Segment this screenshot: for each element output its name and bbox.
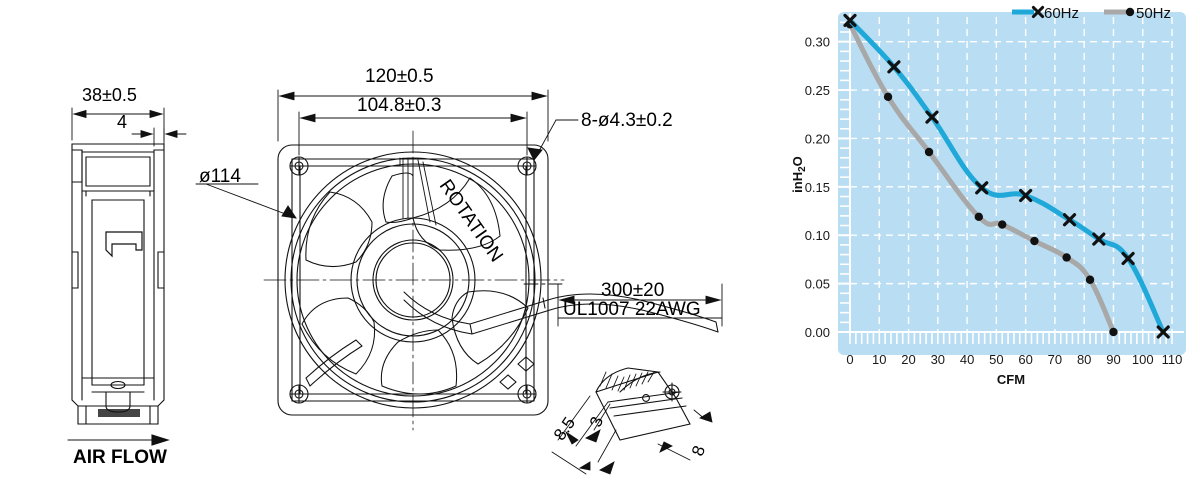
dim-depth: 38±0.5	[82, 85, 137, 105]
leader-impeller-diameter	[195, 183, 297, 219]
dim-flange-thickness: 4	[117, 112, 128, 132]
legend-label-50Hz: 50Hz	[1136, 5, 1171, 22]
marker-dot	[1062, 253, 1071, 262]
y-axis-title: inH2O	[790, 156, 808, 193]
marker-dot	[1109, 327, 1118, 337]
y-tick-label: 0.30	[805, 35, 830, 50]
x-tick-label: 110	[1162, 352, 1183, 367]
dim-frame-width: 120±0.5	[365, 66, 434, 87]
fan-technical-drawing: 38±0.5 4 AIR FLOW 120±0.5 104.8±0.3 8-ø4…	[67, 66, 723, 475]
x-tick-label: 100	[1132, 352, 1154, 367]
legend-marker-50Hz	[1125, 7, 1135, 17]
leader-mounting-holes	[527, 119, 579, 161]
x-axis-title: CFM	[997, 372, 1025, 387]
drawing-svg	[67, 89, 723, 475]
y-tick-label: 0.00	[805, 325, 830, 340]
x-tick-label: 90	[1106, 352, 1120, 367]
x-tick-label: 30	[931, 352, 945, 367]
detail-view	[551, 367, 713, 475]
chart-svg: 0.00 0.05 0.10 0.15 0.20 0.25 0.30 0 10 20 30 40 50 6…	[790, 5, 1186, 387]
centre-lines	[263, 130, 565, 431]
x-tick-label: 50	[989, 352, 1003, 367]
marker-cross	[887, 60, 901, 74]
marker-cross	[843, 13, 857, 27]
x-tick-label: 80	[1077, 352, 1091, 367]
chart-legend: 60Hz 50Hz	[1012, 5, 1171, 22]
x-tick-label: 20	[901, 352, 915, 367]
marker-cross	[1156, 325, 1170, 339]
marker-cross	[1121, 251, 1135, 266]
dim-wire-length-lines	[523, 283, 723, 327]
performance-curve-chart: 0.00 0.05 0.10 0.15 0.20 0.25 0.30 0 10 20 30 40 50 6…	[780, 0, 1200, 500]
marker-dot	[1030, 236, 1039, 246]
series-60Hz	[843, 13, 1170, 339]
y-tick-label: 0.25	[805, 83, 830, 98]
marker-dot	[924, 147, 934, 157]
y-tick-label: 0.10	[805, 228, 830, 243]
x-tick-label: 0	[846, 352, 853, 367]
y-tick-label: 0.20	[805, 131, 830, 146]
dim-frame-width-lines	[277, 89, 549, 142]
marker-dot	[974, 212, 983, 222]
x-tick-label: 40	[960, 352, 974, 367]
marker-cross	[1019, 188, 1033, 203]
legend-label-60Hz: 60Hz	[1044, 5, 1079, 22]
marker-dot	[883, 92, 893, 102]
y-tick-label: 0.05	[805, 277, 830, 292]
legend-marker-60Hz	[1031, 5, 1045, 19]
x-tick-label: 60	[1018, 352, 1032, 367]
tick-labels: 0.00 0.05 0.10 0.15 0.20 0.25 0.30 0 10 20 30 40 50 6…	[805, 35, 1183, 367]
dim-mounting-holes: 8-ø4.3±0.2	[581, 110, 673, 131]
side-view	[67, 107, 187, 446]
marker-cross	[1092, 232, 1106, 246]
dim-impeller-diameter: ø114	[199, 166, 241, 187]
y-tick-label: 0.15	[805, 180, 830, 195]
airflow-label: AIR FLOW	[73, 447, 167, 468]
marker-dot	[998, 220, 1007, 229]
plot-background	[838, 12, 1186, 355]
marker-cross	[975, 181, 989, 195]
x-tick-label: 70	[1048, 352, 1062, 367]
wire-spec: UL1007 22AWG	[563, 299, 701, 320]
marker-cross	[1062, 213, 1077, 227]
x-tick-label: 10	[872, 352, 886, 367]
series-line-50Hz	[847, 21, 1116, 335]
marker-dot	[1085, 275, 1095, 284]
marker-cross	[925, 110, 939, 124]
dim-wire-length: 300±20	[601, 280, 665, 301]
front-view	[263, 130, 719, 431]
dim-hole-pitch-lines	[298, 111, 528, 156]
dim-hole-pitch: 104.8±0.3	[357, 95, 442, 116]
